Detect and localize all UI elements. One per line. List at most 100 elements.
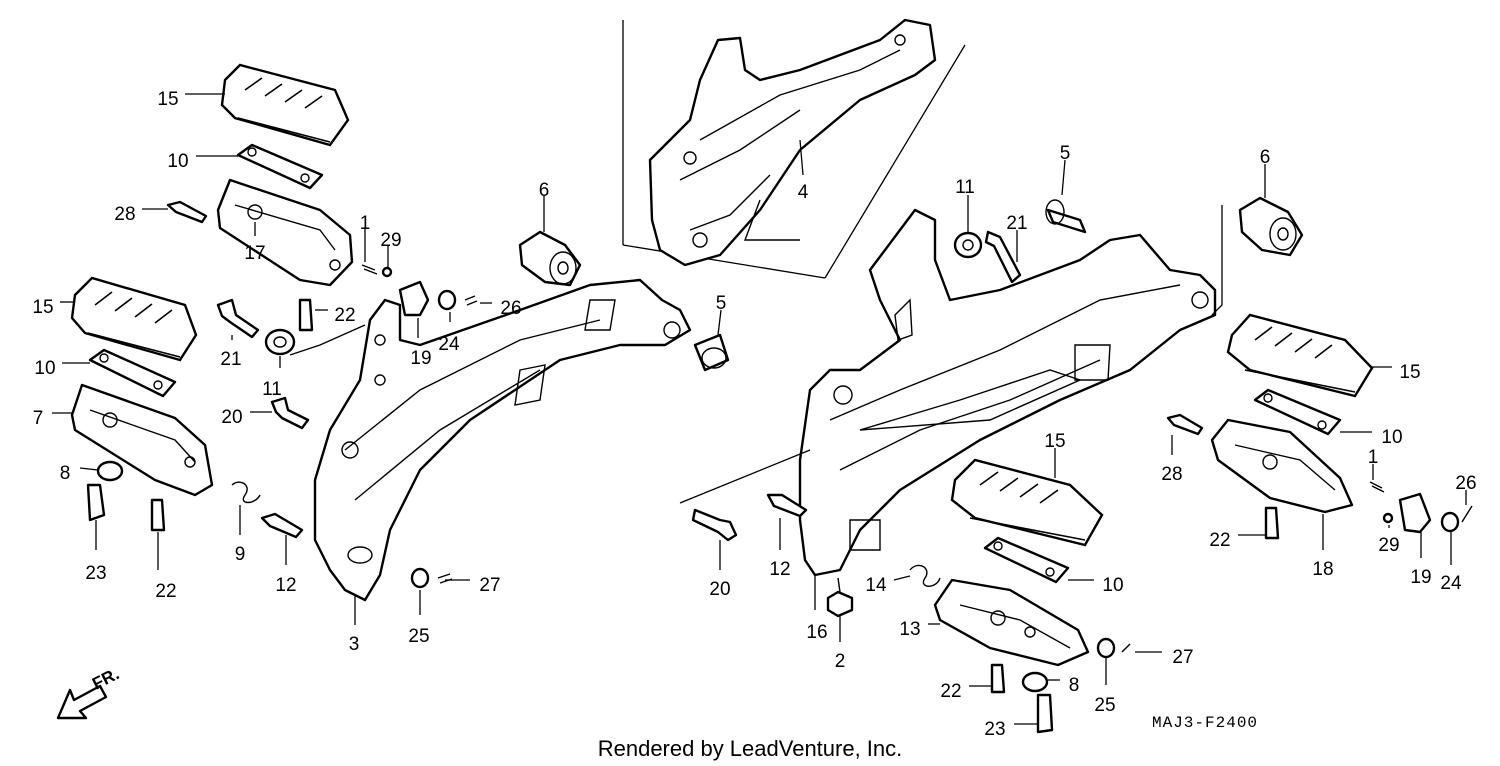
inset-frame-detail (622, 18, 966, 279)
callout-c5b: 5 (1060, 143, 1071, 164)
callout-c27a: 27 (479, 575, 500, 596)
part-19-plates[interactable] (398, 280, 1432, 534)
part-16-right-frame[interactable] (798, 208, 1217, 577)
part-10-plate-a[interactable] (236, 143, 324, 190)
part-5-collar-left[interactable] (693, 333, 730, 372)
part-12-bolt-left[interactable] (260, 512, 304, 539)
callout-c17: 17 (244, 243, 265, 264)
callout-c10c: 10 (1381, 427, 1402, 448)
callout-c2: 2 (835, 651, 846, 672)
part-14-spring[interactable] (909, 564, 941, 587)
callout-c1b: 1 (1368, 447, 1379, 468)
part-1-springs[interactable] (361, 264, 1385, 493)
part-13-bracket[interactable] (933, 578, 1090, 667)
callout-c22c: 22 (1209, 530, 1230, 551)
leader-lines (52, 93, 1467, 725)
callout-c22b: 22 (155, 581, 176, 602)
callout-c15b: 15 (32, 297, 53, 318)
callout-c28a: 28 (114, 204, 135, 225)
part-15-pad-mid-left[interactable] (70, 276, 198, 362)
callout-c19a: 19 (410, 348, 431, 369)
part-21-bolt-left[interactable] (216, 298, 260, 339)
part-10-plate-c[interactable] (1253, 388, 1342, 436)
callout-c8b: 8 (1069, 675, 1080, 696)
drawing-code: MAJ3-F2400 (1152, 714, 1258, 732)
part-8-rubbers[interactable] (96, 460, 1049, 693)
part-18-bracket[interactable] (1210, 418, 1354, 514)
part-22-bolts[interactable] (150, 298, 1280, 694)
callout-c20b: 20 (709, 579, 730, 600)
part-28-pin-right[interactable] (1166, 413, 1204, 436)
callout-c10b: 10 (34, 358, 55, 379)
callout-c28b: 28 (1161, 464, 1182, 485)
part-10-plate-b[interactable] (88, 348, 177, 398)
callout-c11b: 11 (955, 177, 975, 198)
part-11-bushing-right[interactable] (953, 231, 983, 259)
part-3-left-frame[interactable] (313, 278, 692, 602)
part-15-pad-right[interactable] (1226, 313, 1374, 398)
front-direction-indicator: FR. (56, 664, 122, 720)
callout-c21a: 21 (220, 349, 241, 370)
part-12-bolt-right[interactable] (766, 493, 808, 518)
callout-c9: 9 (235, 544, 246, 565)
callout-c3: 3 (349, 634, 360, 655)
callout-c13: 13 (899, 619, 920, 640)
callout-c25b: 25 (1094, 695, 1115, 716)
part-29-balls[interactable] (381, 266, 1394, 524)
footer-attribution: Rendered by LeadVenture, Inc. (598, 736, 903, 761)
part-10-plate-d[interactable] (983, 536, 1070, 584)
part-11-bushing-left[interactable] (264, 328, 296, 356)
callout-c20a: 20 (221, 407, 242, 428)
arrow-down-left-icon (56, 684, 108, 720)
callout-c22d: 22 (940, 681, 961, 702)
part-15-pad-center[interactable] (950, 458, 1104, 547)
callout-c25a: 25 (408, 626, 429, 647)
part-21-bolt-right[interactable] (984, 230, 1022, 284)
callout-c24a: 24 (438, 334, 460, 355)
callout-c15c: 15 (1399, 362, 1420, 383)
part-20-bolt-left[interactable] (270, 396, 310, 430)
callout-c11a: 11 (262, 379, 282, 400)
callout-c1a: 1 (360, 213, 371, 234)
callout-c15a: 15 (157, 89, 178, 110)
part-17-bracket[interactable] (216, 178, 354, 287)
part-6-bushing-left[interactable] (518, 230, 582, 287)
part-6-bushing-right[interactable] (1238, 196, 1304, 257)
callout-c21b: 21 (1006, 213, 1027, 234)
callout-c23b: 23 (984, 719, 1005, 740)
callout-c29b: 29 (1378, 535, 1399, 556)
callout-c5a: 5 (716, 293, 727, 314)
callout-c10a: 10 (167, 151, 188, 172)
part-20-bolt-right[interactable] (691, 508, 738, 542)
part-28-pin-left[interactable] (166, 200, 208, 224)
callout-c15d: 15 (1044, 431, 1065, 452)
part-23-bolts[interactable] (86, 483, 1054, 734)
callout-c6a: 6 (539, 180, 550, 201)
callout-c12b: 12 (769, 559, 790, 580)
callout-c19b: 19 (1410, 567, 1431, 588)
callout-c29a: 29 (380, 230, 401, 251)
part-5-collar-right[interactable] (1045, 199, 1087, 234)
callout-c18: 18 (1312, 559, 1333, 580)
callout-c4: 4 (798, 182, 809, 203)
part-24-washers[interactable] (437, 289, 1460, 533)
callout-c27b: 27 (1172, 647, 1193, 668)
callout-c12a: 12 (275, 575, 296, 596)
callout-c16: 16 (806, 622, 827, 643)
callout-c6b: 6 (1260, 147, 1271, 168)
callout-c8a: 8 (60, 463, 71, 484)
part-4-frame[interactable] (648, 18, 937, 267)
callout-c26b: 26 (1455, 473, 1476, 494)
part-25-washers[interactable] (410, 567, 1116, 659)
part-7-bracket[interactable] (70, 383, 214, 497)
part-9-spring[interactable] (231, 481, 261, 504)
part-15-pad-upper-left[interactable] (220, 63, 350, 147)
callout-c26a: 26 (500, 298, 521, 319)
callout-c23a: 23 (85, 563, 106, 584)
callout-c22a: 22 (334, 305, 355, 326)
callout-c14: 14 (865, 575, 887, 596)
part-2-stopper[interactable] (826, 577, 854, 618)
callout-c24b: 24 (1440, 573, 1462, 594)
